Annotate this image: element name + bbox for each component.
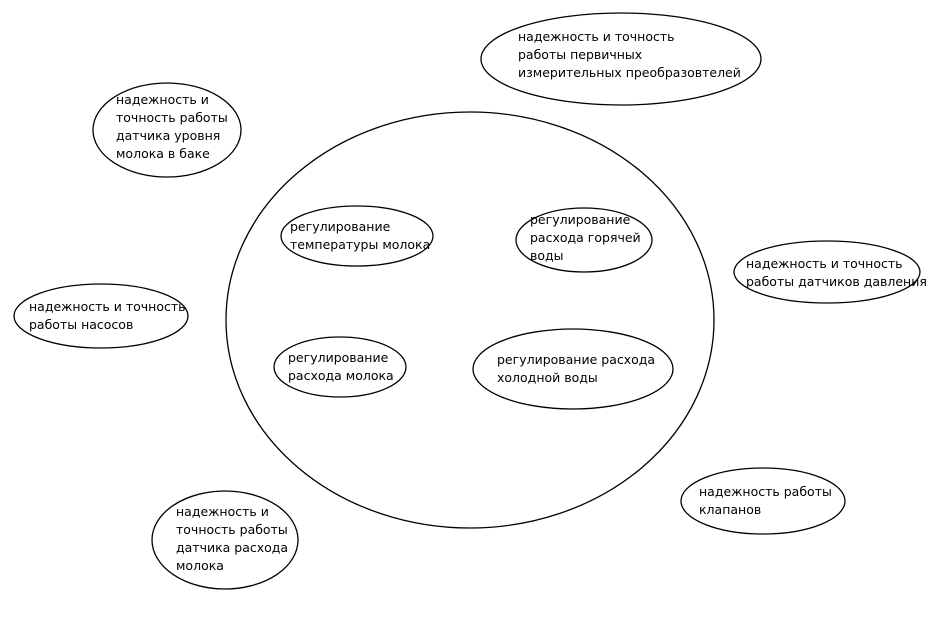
central-ellipse xyxy=(225,111,715,529)
node-ellipse-pressure-sensors xyxy=(733,240,921,304)
node-ellipse-level-sensor xyxy=(92,82,242,178)
node-ellipse-valves xyxy=(680,467,846,535)
node-ellipse-temp xyxy=(280,205,434,267)
node-ellipse-flow-sensor xyxy=(151,490,299,590)
node-ellipse-cold-water xyxy=(472,328,674,410)
node-ellipse-pumps xyxy=(13,283,189,349)
node-ellipse-hot-water xyxy=(515,207,653,273)
node-ellipse-primary-converters xyxy=(480,12,762,106)
node-ellipse-milk-flow xyxy=(273,336,407,398)
